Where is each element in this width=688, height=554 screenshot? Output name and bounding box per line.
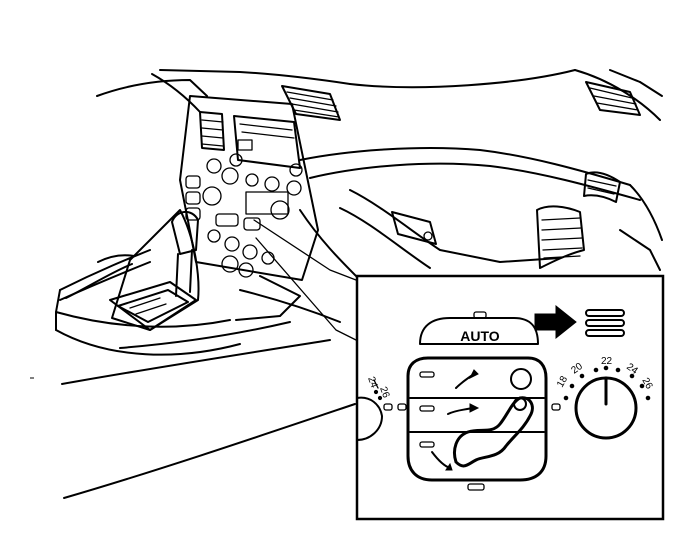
center-stack	[179, 95, 319, 281]
auto-button: AUTO	[419, 311, 539, 345]
auto-button-label: AUTO	[460, 328, 500, 344]
glovebox-handle	[391, 211, 437, 245]
left-dial-scale-24: 24	[365, 375, 379, 390]
center-console	[55, 209, 356, 499]
left-dial-scale-26: 26	[377, 385, 391, 400]
callout-leader-line-2	[255, 237, 357, 341]
right-upper-vent	[585, 81, 641, 116]
dashboard-linework	[55, 69, 663, 499]
airflow-distribution-panel	[397, 356, 561, 491]
right-side-vent	[536, 205, 585, 269]
arrow-right-icon	[534, 304, 577, 340]
right-small-vent	[583, 171, 621, 203]
right-dial-scale-26: 26	[639, 376, 654, 392]
left-temperature-dial: 24 26	[356, 375, 393, 441]
callout-leader-line	[253, 219, 357, 281]
right-dial-scale-22: 22	[601, 356, 613, 367]
airflow-lines-icon	[585, 309, 625, 337]
right-temperature-dial: 18 20 22 24 26	[555, 356, 655, 440]
callout-box: AUTO 24 26	[355, 274, 665, 521]
right-dial-scale-18: 18	[555, 374, 570, 390]
